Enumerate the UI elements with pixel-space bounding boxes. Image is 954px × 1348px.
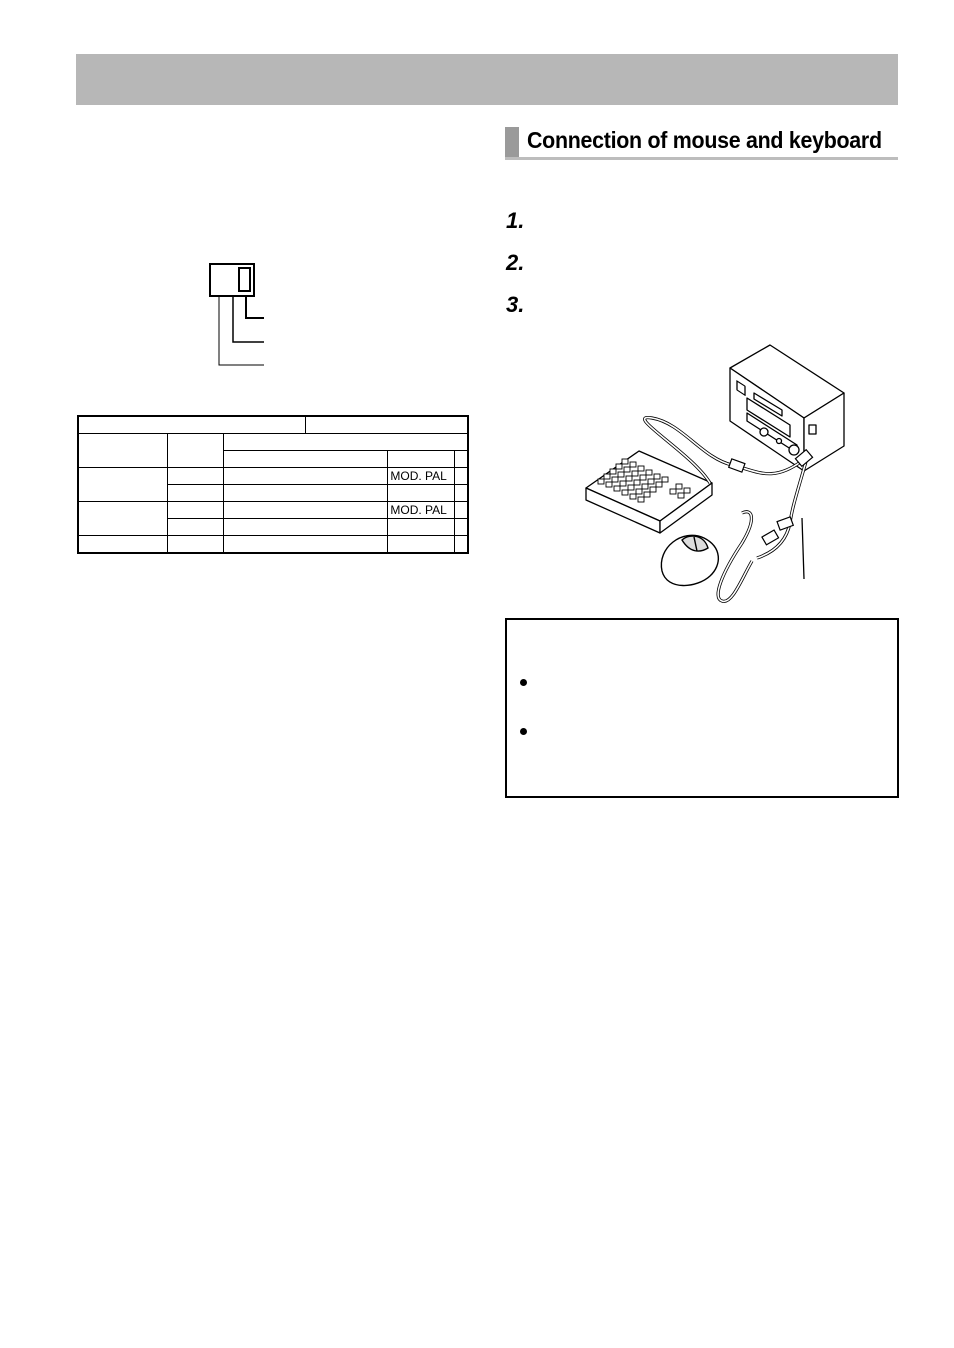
step-1-number: 1. xyxy=(506,208,525,233)
table-cell: MOD. PAL xyxy=(387,467,456,485)
table-cell xyxy=(454,501,469,519)
table-cell xyxy=(167,501,224,519)
table-cell xyxy=(222,518,389,536)
table-cell xyxy=(77,433,168,468)
bullet-icon xyxy=(520,728,527,735)
keyboard-mouse-connection-illustration xyxy=(585,344,845,603)
table-cell xyxy=(222,450,389,468)
table-cell xyxy=(454,484,469,502)
heading-marker xyxy=(505,127,519,158)
dip-switch-icon xyxy=(209,263,264,366)
table-cell xyxy=(167,433,224,468)
table-cell xyxy=(222,501,389,519)
table-cell xyxy=(454,518,469,536)
section-heading: Connection of mouse and keyboard xyxy=(505,127,898,160)
table-cell xyxy=(167,535,224,554)
table-cell xyxy=(167,484,224,502)
heading-underline xyxy=(505,157,898,160)
table-row xyxy=(77,535,469,554)
table-row xyxy=(78,518,469,536)
table-cell: MOD. PAL xyxy=(387,501,456,519)
table-cell xyxy=(77,467,168,502)
table-row xyxy=(77,433,469,468)
table-cell xyxy=(167,518,224,536)
table-cell xyxy=(77,501,168,536)
table-row: MOD. PAL xyxy=(77,467,469,502)
table-cell xyxy=(454,450,469,468)
table-cell xyxy=(222,484,389,502)
table-cell xyxy=(167,467,224,485)
table-cell xyxy=(387,518,456,536)
bullet-icon xyxy=(520,679,527,686)
table-cell xyxy=(223,433,469,451)
table-cell xyxy=(454,535,469,554)
page-header-bar xyxy=(76,54,898,105)
table-row: MOD. PAL xyxy=(77,501,469,536)
table-cell xyxy=(454,467,469,485)
table-cell xyxy=(77,535,168,554)
table-cell xyxy=(387,535,456,554)
step-2-number: 2. xyxy=(506,250,525,275)
table-row xyxy=(77,415,469,434)
table-cell xyxy=(387,484,456,502)
table-cell xyxy=(222,467,389,485)
section-title: Connection of mouse and keyboard xyxy=(527,127,882,153)
note-box xyxy=(505,618,899,798)
table-cell xyxy=(387,450,456,468)
settings-table: MOD. PAL MOD. PAL xyxy=(77,415,469,554)
table-cell xyxy=(77,415,307,434)
table-cell xyxy=(305,415,469,434)
step-3-number: 3. xyxy=(506,292,525,317)
table-row xyxy=(78,484,469,502)
table-cell xyxy=(222,535,389,554)
